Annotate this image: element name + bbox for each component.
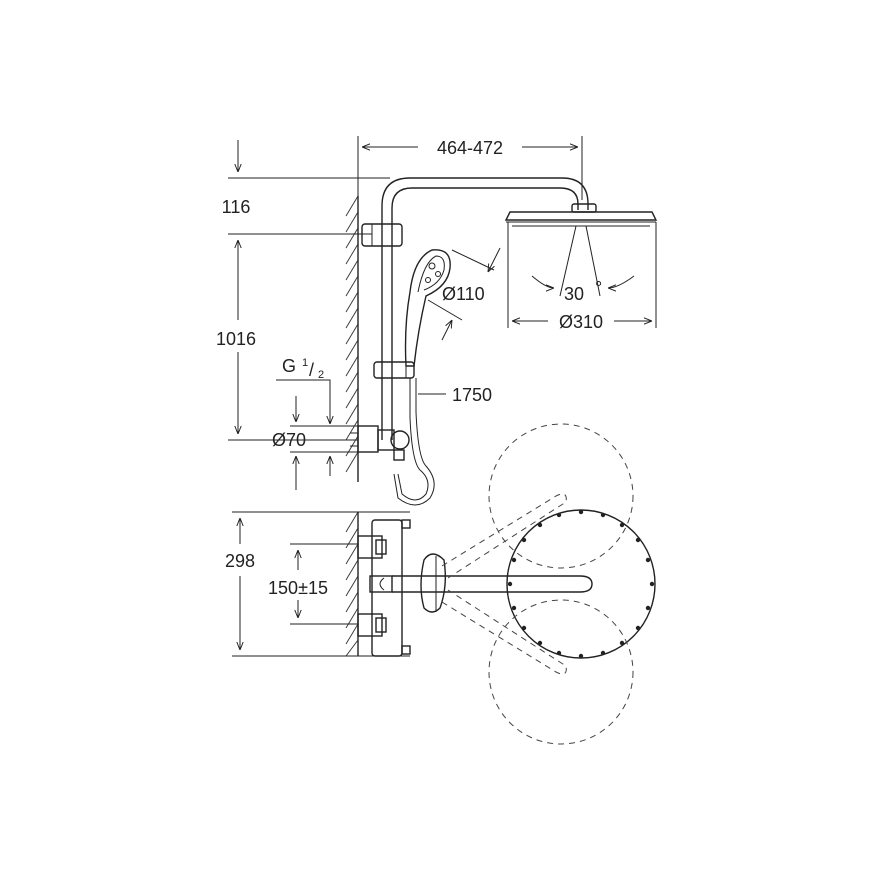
side-elevation: 464-472 116 1016 G 1 / 2: [216, 136, 658, 506]
head-shower-plan: [506, 509, 656, 659]
label-mixer-height: 298: [225, 551, 255, 571]
thermostat-body: [357, 519, 411, 657]
plan-view: 298 150±15: [225, 423, 656, 745]
label-head-shower-diameter: Ø310: [559, 312, 603, 332]
label-inlet-spacing: 150±15: [268, 578, 328, 598]
label-thread: G 1 / 2: [276, 356, 330, 424]
dim-inlet-spacing: 150±15: [268, 543, 358, 625]
spray-line-right: [585, 225, 601, 297]
label-angle-unit: °: [595, 278, 602, 298]
label-width-span: 464-472: [437, 138, 503, 158]
mixer-connection: [350, 425, 410, 461]
label-height-main: 1016: [216, 329, 256, 349]
hose: [397, 378, 429, 501]
swivel-positions: [441, 423, 634, 745]
label-spray-angle: 30: [564, 284, 584, 304]
thread-slash: /: [309, 360, 314, 380]
dim-mixer-diameter: Ø70: [272, 396, 358, 490]
label-mixer-diameter: Ø70: [272, 430, 306, 450]
label-hand-shower-diameter: Ø110: [442, 284, 485, 304]
dim-head-shower-diameter: Ø310: [507, 222, 657, 332]
head-shower-side: [504, 203, 658, 227]
label-height-top: 116: [222, 197, 251, 217]
shower-arm-plan: [379, 575, 593, 593]
angle-arrow-right: [607, 275, 635, 288]
plan-wall-hatching: [345, 511, 359, 657]
hand-shower: [404, 249, 451, 367]
wall-bracket: [361, 223, 403, 247]
thread-numerator: 1: [302, 357, 308, 369]
angle-arrow-left: [531, 275, 555, 288]
thread-letter: G: [282, 356, 296, 376]
dim-mixer-height: 298: [225, 511, 410, 657]
wall-hatching: [345, 195, 359, 473]
spray-line-left: [559, 225, 577, 297]
hand-shower-plan: [420, 553, 447, 613]
dim-hand-shower-diameter: Ø110: [427, 247, 501, 341]
dim-height-main: 1016: [216, 233, 372, 441]
dim-hose-length: 1750: [418, 385, 492, 405]
thread-denominator: 2: [318, 369, 324, 381]
label-hose-length: 1750: [452, 385, 492, 405]
dim-width-span: 464-472: [357, 136, 583, 200]
dim-height-top: 116: [222, 140, 390, 217]
rail-slider: [373, 361, 415, 379]
hose-outer: [393, 378, 435, 506]
riser-pipe: [381, 177, 589, 440]
